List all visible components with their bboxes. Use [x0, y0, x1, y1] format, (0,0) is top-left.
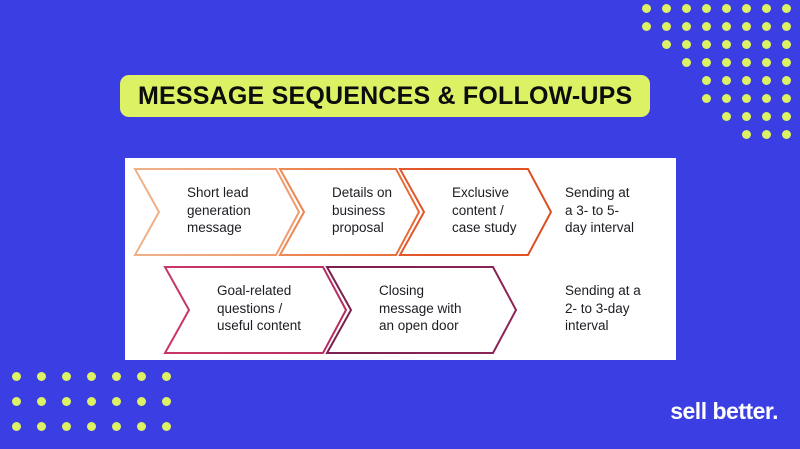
- decorative-dot: [37, 372, 46, 381]
- flow-row-first-sequence: Short lead generation message Details on …: [125, 168, 676, 256]
- decorative-dot: [742, 130, 751, 139]
- decorative-dot: [722, 4, 731, 13]
- flow-row-followup-sequence: Goal-related questions / useful content C…: [125, 266, 676, 354]
- decorative-dot: [782, 112, 791, 121]
- decorative-dot: [722, 112, 731, 121]
- decorative-dot: [37, 422, 46, 431]
- decorative-dot: [162, 397, 171, 406]
- decorative-dot: [662, 40, 671, 49]
- chevron-shape: [325, 266, 518, 354]
- decorative-dot: [742, 112, 751, 121]
- decorative-dot: [762, 112, 771, 121]
- decorative-dot: [87, 397, 96, 406]
- decorative-dot: [762, 130, 771, 139]
- flow-step-label: Short lead generation message: [187, 185, 251, 235]
- decorative-dot: [762, 4, 771, 13]
- decorative-dot: [722, 76, 731, 85]
- decorative-dot: [682, 22, 691, 31]
- flow-step-label: Details on business proposal: [332, 185, 393, 235]
- decorative-dot: [722, 22, 731, 31]
- decorative-dot: [112, 397, 121, 406]
- decorative-dot: [762, 22, 771, 31]
- decorative-dot: [682, 4, 691, 13]
- decorative-dot: [702, 4, 711, 13]
- flow-step-2-2[interactable]: Closing message with an open door: [325, 266, 518, 354]
- decorative-dot: [782, 40, 791, 49]
- flow-step-label: Goal-related questions / useful content: [217, 283, 302, 333]
- decorative-dot: [642, 4, 651, 13]
- flow-step-label: Exclusive content / case study: [452, 185, 517, 235]
- bottom-left-dot-pattern: [0, 364, 171, 449]
- flow-step-label: Closing message with an open door: [379, 283, 462, 333]
- decorative-dot: [112, 372, 121, 381]
- chevron-shape: [163, 266, 348, 354]
- decorative-dot: [762, 40, 771, 49]
- decorative-dot: [62, 372, 71, 381]
- flow-card: Short lead generation message Details on …: [125, 158, 676, 360]
- decorative-dot: [702, 40, 711, 49]
- decorative-dot: [762, 58, 771, 67]
- brand-logo: sell better.: [670, 398, 778, 424]
- decorative-dot: [782, 130, 791, 139]
- decorative-dot: [782, 4, 791, 13]
- decorative-dot: [742, 22, 751, 31]
- decorative-dot: [762, 76, 771, 85]
- decorative-dot: [702, 58, 711, 67]
- decorative-dot: [162, 422, 171, 431]
- decorative-dot: [137, 372, 146, 381]
- decorative-dot: [682, 40, 691, 49]
- decorative-dot: [37, 397, 46, 406]
- decorative-dot: [742, 58, 751, 67]
- decorative-dot: [642, 22, 651, 31]
- decorative-dot: [702, 76, 711, 85]
- top-right-dot-pattern: [640, 0, 800, 139]
- chevron-shape: [278, 168, 421, 256]
- decorative-dot: [87, 372, 96, 381]
- decorative-dot: [742, 76, 751, 85]
- decorative-dot: [162, 372, 171, 381]
- interval-note-2: Sending at a 2- to 3-day interval: [565, 283, 641, 333]
- decorative-dot: [662, 4, 671, 13]
- decorative-dot: [782, 76, 791, 85]
- chevron-shape: [133, 168, 301, 256]
- title-banner: MESSAGE SEQUENCES & FOLLOW-UPS: [120, 75, 651, 117]
- decorative-dot: [12, 422, 21, 431]
- decorative-dot: [742, 40, 751, 49]
- decorative-dot: [137, 397, 146, 406]
- decorative-dot: [742, 4, 751, 13]
- interval-note-1: Sending at a 3- to 5- day interval: [565, 185, 635, 235]
- decorative-dot: [62, 422, 71, 431]
- decorative-dot: [137, 422, 146, 431]
- decorative-dot: [112, 422, 121, 431]
- decorative-dot: [742, 94, 751, 103]
- decorative-dot: [702, 94, 711, 103]
- flow-step-1-2[interactable]: Details on business proposal: [278, 168, 421, 256]
- flow-step-2-1[interactable]: Goal-related questions / useful content: [163, 266, 348, 354]
- decorative-dot: [782, 94, 791, 103]
- decorative-dot: [87, 422, 96, 431]
- decorative-dot: [682, 58, 691, 67]
- decorative-dot: [722, 40, 731, 49]
- flow-step-1-1[interactable]: Short lead generation message: [133, 168, 301, 256]
- decorative-dot: [722, 94, 731, 103]
- decorative-dot: [782, 22, 791, 31]
- decorative-dot: [62, 397, 71, 406]
- flow-step-1-3[interactable]: Exclusive content / case study: [398, 168, 553, 256]
- decorative-dot: [722, 58, 731, 67]
- page-title: MESSAGE SEQUENCES & FOLLOW-UPS: [138, 81, 633, 110]
- chevron-shape: [398, 168, 553, 256]
- decorative-dot: [702, 22, 711, 31]
- decorative-dot: [12, 397, 21, 406]
- decorative-dot: [782, 58, 791, 67]
- decorative-dot: [12, 372, 21, 381]
- decorative-dot: [662, 22, 671, 31]
- decorative-dot: [762, 94, 771, 103]
